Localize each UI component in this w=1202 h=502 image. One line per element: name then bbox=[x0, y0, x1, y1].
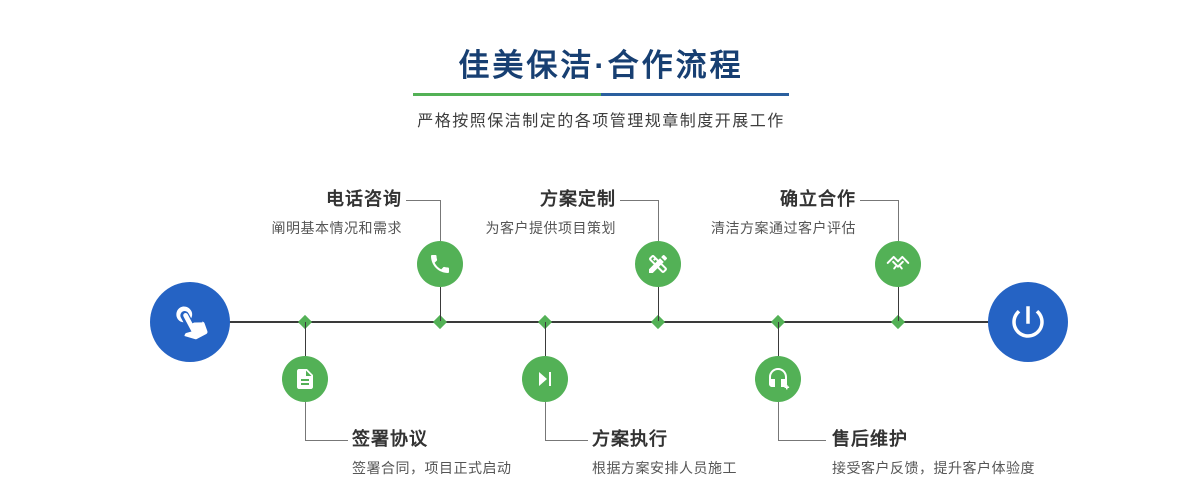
label-connector bbox=[860, 200, 898, 201]
page-title: 佳美保洁·合作流程 bbox=[458, 48, 744, 83]
phone-icon bbox=[431, 255, 449, 273]
label-connector bbox=[406, 200, 440, 201]
step-stem bbox=[778, 322, 779, 356]
step-desc: 签署合同，项目正式启动 bbox=[352, 460, 512, 476]
label-connector bbox=[778, 402, 779, 441]
label-connector bbox=[898, 200, 899, 241]
step-desc: 为客户提供项目策划 bbox=[485, 220, 616, 236]
step-stem bbox=[545, 322, 546, 356]
step-text-handshake: 确立合作 清洁方案通过客户评估 bbox=[636, 188, 856, 238]
label-connector bbox=[545, 402, 546, 441]
handshake-icon bbox=[886, 255, 910, 270]
play-icon bbox=[539, 372, 551, 386]
label-connector bbox=[305, 440, 348, 441]
step-desc: 接受客户反馈，提升客户体验度 bbox=[832, 460, 1035, 476]
step-stem bbox=[305, 322, 306, 356]
label-connector bbox=[620, 200, 658, 201]
step-circle-phone bbox=[417, 241, 463, 287]
step-label: 电话咨询 bbox=[326, 189, 402, 209]
page-subtitle: 严格按照保洁制定的各项管理规章制度开展工作 bbox=[417, 113, 785, 130]
label-connector bbox=[545, 440, 588, 441]
label-connector bbox=[440, 200, 441, 241]
timeline-end-node bbox=[988, 282, 1068, 362]
step-label: 方案执行 bbox=[592, 429, 668, 449]
step-circle-execute bbox=[522, 356, 568, 402]
title-underline bbox=[413, 93, 789, 96]
step-label: 签署协议 bbox=[352, 429, 428, 449]
label-connector bbox=[658, 200, 659, 241]
step-label: 售后维护 bbox=[832, 429, 908, 449]
step-stem bbox=[440, 287, 441, 321]
step-desc: 清洁方案通过客户评估 bbox=[711, 220, 856, 236]
step-text-execute: 方案执行 根据方案安排人员施工 bbox=[592, 428, 852, 478]
underline-green-segment bbox=[413, 93, 601, 96]
step-text-design: 方案定制 为客户提供项目策划 bbox=[396, 188, 616, 238]
step-circle-contract bbox=[282, 356, 328, 402]
underline-blue-segment bbox=[601, 93, 789, 96]
timeline-line bbox=[190, 321, 1028, 323]
step-desc: 阐明基本情况和需求 bbox=[271, 220, 402, 236]
pencil-ruler-icon bbox=[649, 254, 668, 273]
step-stem bbox=[898, 287, 899, 321]
pointing-hand-icon bbox=[176, 306, 208, 340]
step-label: 方案定制 bbox=[540, 189, 616, 209]
step-text-contract: 签署协议 签署合同，项目正式启动 bbox=[352, 428, 612, 478]
headset-icon bbox=[769, 368, 790, 390]
step-desc: 根据方案安排人员施工 bbox=[592, 460, 737, 476]
timeline-start-node bbox=[150, 282, 230, 362]
label-connector bbox=[305, 402, 306, 441]
power-icon bbox=[1012, 306, 1044, 338]
step-text-aftersale: 售后维护 接受客户反馈，提升客户体验度 bbox=[832, 428, 1112, 478]
step-text-phone: 电话咨询 阐明基本情况和需求 bbox=[180, 188, 402, 238]
step-circle-design bbox=[635, 241, 681, 287]
step-circle-handshake bbox=[875, 241, 921, 287]
step-circle-aftersale bbox=[755, 356, 801, 402]
step-stem bbox=[658, 287, 659, 321]
label-connector bbox=[778, 440, 826, 441]
step-label: 确立合作 bbox=[780, 189, 856, 209]
contract-icon bbox=[297, 369, 313, 389]
